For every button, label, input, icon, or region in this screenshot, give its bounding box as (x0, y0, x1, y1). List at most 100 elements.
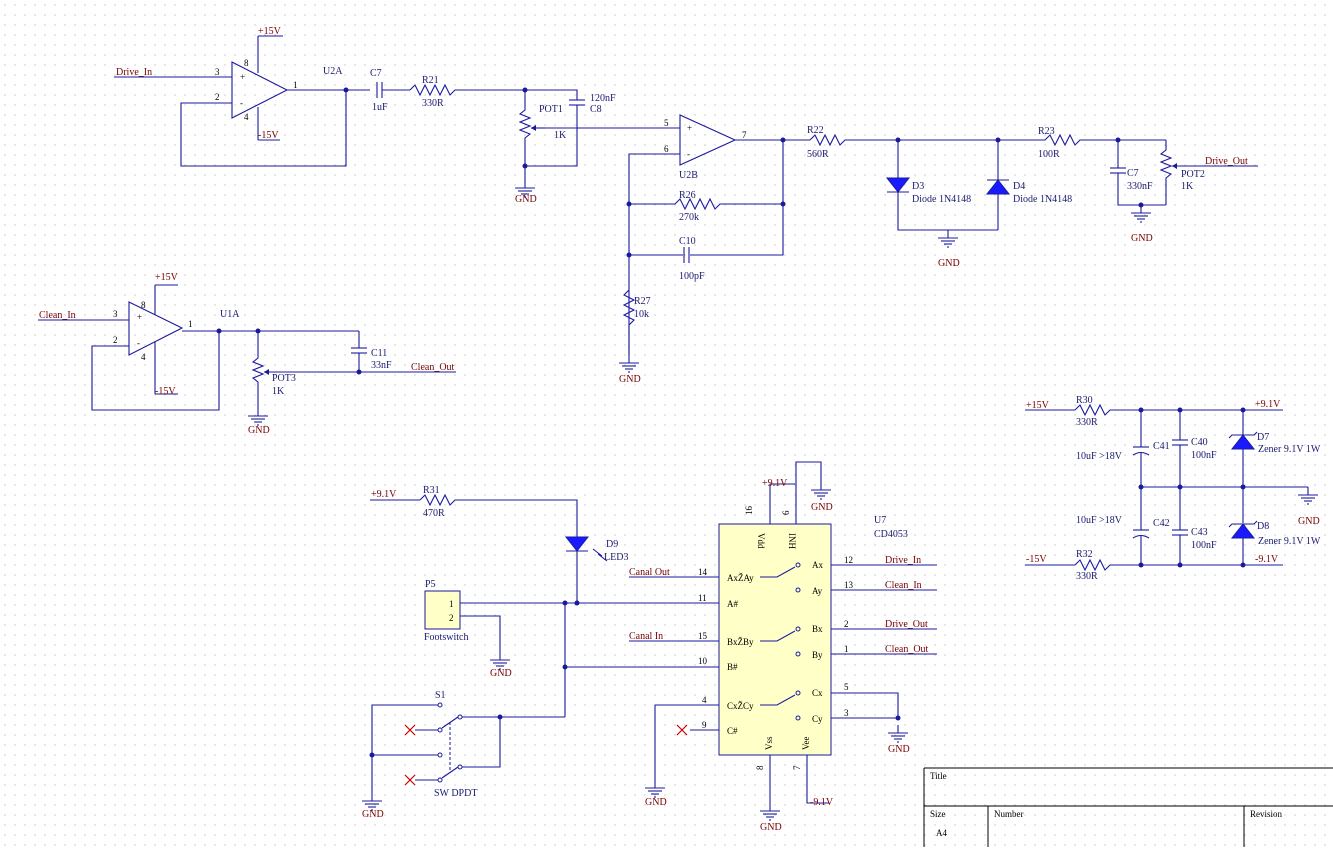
c10-ref: C10 (679, 236, 696, 247)
pot3-potentiometer[interactable] (251, 331, 359, 408)
d7-val: Zener 9.1V 1W (1258, 444, 1321, 455)
u7-right-pin-net: Drive_In (885, 555, 921, 566)
r22-val: 560R (807, 149, 829, 160)
gnd-label-vss: GND (760, 822, 782, 833)
d3-diode[interactable] (885, 140, 998, 231)
r21-val: 330R (422, 98, 444, 109)
r27-resistor[interactable] (622, 289, 636, 355)
r23-resistor[interactable] (1030, 133, 1166, 147)
c8-ref: C8 (590, 104, 602, 115)
u1a-opamp[interactable]: + - (128, 284, 184, 395)
r27-ref: R27 (634, 296, 651, 307)
u2b-pin5: 5 (664, 118, 669, 128)
psu-section (1025, 403, 1319, 572)
d7-ref: D7 (1257, 432, 1269, 443)
u7-right-pin-num: 2 (844, 619, 849, 629)
svg-text:-: - (240, 98, 243, 108)
u7-cd4053-ic[interactable] (629, 461, 937, 804)
r23-val: 100R (1038, 149, 1060, 160)
u2a-opamp[interactable]: + - (231, 35, 289, 141)
gnd-label-inh: GND (811, 502, 833, 513)
clean-in-net-label: Clean_In (39, 310, 76, 321)
u1a-pin2: 2 (113, 335, 118, 345)
title-label: Title (930, 771, 947, 781)
gnd-label-s1: GND (362, 809, 384, 820)
u2b-pin7: 7 (742, 130, 747, 140)
u2a-ref: U2A (323, 66, 343, 77)
u2a-pin4: 4 (244, 112, 249, 122)
pot1-potentiometer[interactable] (518, 90, 545, 180)
p5-pin1: 1 (449, 599, 454, 609)
r31-resistor[interactable] (419, 493, 578, 537)
u7-left-pin-name: CxŽCy (727, 701, 754, 711)
c43-val: 100nF (1191, 540, 1217, 551)
c42-val: 10uF >18V (1076, 515, 1123, 526)
p5-footswitch-connector[interactable] (424, 590, 719, 652)
d4-diode[interactable] (985, 140, 1011, 230)
u7-left-pin-num: 15 (698, 631, 708, 641)
d9-val: LED3 (604, 552, 628, 563)
svg-text:+: + (240, 72, 245, 82)
number-label: Number (994, 809, 1024, 819)
u7-left-pin-name: AxŽAy (727, 573, 754, 583)
u1a-pin8: 8 (141, 300, 146, 310)
c8-val: 120nF (590, 93, 616, 104)
c42-ref: C42 (1153, 518, 1170, 529)
c8-capacitor[interactable] (525, 89, 585, 167)
pot2-val: 1K (1181, 181, 1194, 192)
c10-val: 100pF (679, 271, 705, 282)
pot3-val: 1K (272, 386, 285, 397)
u1a-vminus: -15V (155, 386, 176, 397)
s1-dpdt-switch[interactable] (369, 702, 566, 793)
r21-resistor[interactable] (409, 83, 525, 97)
pot2-potentiometer[interactable] (1159, 140, 1258, 205)
u2b-opamp[interactable]: + - (679, 114, 737, 166)
u7-right-pin-name: Ax (812, 560, 823, 570)
u7-pin8: 8 (755, 765, 765, 770)
svg-text:-: - (687, 149, 690, 159)
u7-pin7: 7 (792, 765, 802, 770)
c7b-ref: C7 (1127, 168, 1139, 179)
u7-vee-net: -9.1V (810, 797, 834, 808)
gnd-label-psu: GND (1298, 516, 1320, 527)
svg-text:+: + (687, 123, 692, 133)
d3-ref: D3 (912, 181, 924, 192)
r32-val: 330R (1076, 571, 1098, 582)
gnd-label-c: GND (645, 797, 667, 808)
r31-val: 470R (423, 508, 445, 519)
p5-val: Footswitch (424, 632, 468, 643)
u7-left-pin-num: 11 (698, 593, 707, 603)
c10-capacitor[interactable] (629, 247, 690, 263)
u7-left-pin-num: 4 (702, 695, 707, 705)
u1a-pin1: 1 (188, 319, 193, 329)
drive-out-net-label: Drive_Out (1205, 156, 1248, 167)
gnd-label-cx: GND (888, 744, 910, 755)
s1-val: SW DPDT (434, 788, 477, 799)
pot3-ref: POT3 (272, 373, 296, 384)
u7-right-pin-net: Drive_Out (885, 619, 928, 630)
svg-text:-: - (137, 338, 140, 348)
u7-inh-label: INH (787, 533, 797, 549)
gnd-label-3: GND (938, 258, 960, 269)
d9-led[interactable] (564, 536, 608, 603)
u7-left-pin-name: C# (727, 726, 738, 736)
c7b-capacitor[interactable] (1110, 140, 1166, 206)
u7-right-pin-num: 5 (844, 682, 849, 692)
d4-ref: D4 (1013, 181, 1025, 192)
psu-in-pos: +15V (1026, 400, 1050, 411)
c11-capacitor[interactable] (351, 331, 367, 372)
svg-text:+: + (137, 312, 142, 322)
u7-left-pin-net: Canal Out (629, 567, 670, 578)
u7-right-pin-num: 3 (844, 708, 849, 718)
r22-resistor[interactable] (809, 133, 1030, 147)
c11-ref: C11 (371, 348, 387, 359)
r26-resistor[interactable] (629, 197, 783, 211)
u2a-pin3: 3 (215, 67, 220, 77)
c7-ref: C7 (370, 68, 382, 79)
u1a-pin4: 4 (141, 352, 146, 362)
c7-capacitor[interactable] (376, 82, 410, 98)
u7-left-pin-num: 14 (698, 567, 708, 577)
